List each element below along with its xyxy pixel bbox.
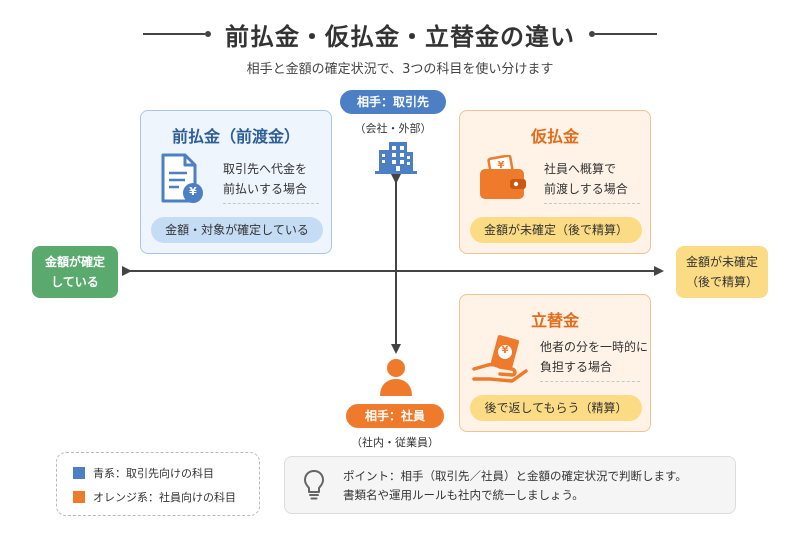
document-yen-glyph: ¥: [189, 185, 197, 198]
card-tatekae-desc-line2: 負担する場合: [540, 360, 613, 374]
point-note-line1: ポイント：相手（取引先／社員）と金額の確定状況で判断します。: [343, 469, 687, 483]
point-note: ポイント：相手（取引先／社員）と金額の確定状況で判断します。 書類名や運用ルール…: [284, 456, 736, 514]
card-maebarai-desc-line1: 取引先へ代金を: [223, 162, 308, 176]
title-rule-left: [143, 33, 205, 35]
card-tatekae-pill: 後で返してもらう（精算）: [470, 395, 642, 421]
document-yen-icon: [161, 153, 203, 203]
page-subtitle: 相手と金額の確定状況で、3つの科目を使い分けます: [246, 62, 554, 77]
party-sub-client: （会社・外部）: [354, 122, 432, 135]
card-maebarai-title: 前払金（前渡金）: [171, 127, 300, 146]
point-note-text: ポイント：相手（取引先／社員）と金額の確定状況で判断します。 書類名や運用ルール…: [343, 467, 687, 505]
card-tatekae-desc: 他者の分を一時的に 負担する場合: [540, 337, 648, 377]
lightbulb-icon: [304, 470, 324, 500]
axis-label-fixed: 金額が確定 している: [32, 246, 118, 298]
card-karibarai-desc: 社員へ概算で 前渡しする場合: [544, 159, 628, 199]
card-tatekae: 立替金 ¥ 他者の分を一時的に 負担する場合 後で返してもらう（精算）: [459, 294, 651, 432]
card-tatekae-desc-line1: 他者の分を一時的に: [540, 340, 649, 354]
party-sub-employee: （社内・従業員）: [351, 436, 439, 449]
legend-row-orange: オレンジ系：社員向けの科目: [73, 489, 236, 505]
hand-money-glyph: ¥: [501, 345, 509, 356]
point-note-line2: 書類名や運用ルールも社内で統一しましょう。: [343, 488, 584, 502]
party-badge-client: 相手：取引先: [340, 90, 446, 114]
person-icon: [380, 359, 412, 396]
card-tatekae-title: 立替金: [530, 311, 579, 330]
legend-label-orange: オレンジ系：社員向けの科目: [93, 491, 236, 504]
card-maebarai: 前払金（前渡金） ¥ 取引先へ代金を 前払いする場合 金額・対象が確定している: [140, 110, 332, 254]
legend-row-blue: 青系：取引先向けの科目: [73, 465, 214, 481]
card-maebarai-desc-line2: 前払いする場合: [223, 182, 308, 196]
card-karibarai: 仮払金 ¥ 社員へ概算で 前渡しする場合 金額が未確定（後で精算）: [459, 110, 651, 254]
party-badge-employee: 相手：社員: [346, 404, 444, 428]
axis-label-unfixed-line2: （後で精算）: [685, 275, 758, 289]
wallet-yen-glyph: ¥: [497, 160, 505, 171]
card-tatekae-divider: [540, 381, 640, 382]
card-karibarai-desc-line1: 社員へ概算で: [544, 162, 617, 176]
page-title: 前払金・仮払金・立替金の違い: [225, 22, 575, 51]
title-rule-right: [595, 33, 657, 35]
hand-money-icon: [472, 335, 528, 383]
card-karibarai-pill: 金額が未確定（後で精算）: [470, 217, 642, 243]
axis-label-fixed-line1: 金額が確定: [44, 255, 105, 269]
title-dot-right: [589, 31, 595, 37]
card-maebarai-divider: [223, 203, 319, 204]
legend-swatch-blue: [73, 467, 85, 479]
legend: 青系：取引先向けの科目 オレンジ系：社員向けの科目: [56, 452, 260, 516]
wallet-yen-icon: [480, 155, 526, 199]
legend-swatch-orange: [73, 491, 85, 503]
title-dot-left: [205, 31, 211, 37]
card-karibarai-title: 仮払金: [530, 127, 579, 146]
axis-label-fixed-line2: している: [51, 275, 99, 289]
card-maebarai-pill: 金額・対象が確定している: [151, 217, 323, 243]
axis-label-unfixed: 金額が未確定 （後で精算）: [676, 246, 768, 298]
building-icon: [375, 142, 417, 174]
card-karibarai-divider: [544, 203, 640, 204]
legend-label-blue: 青系：取引先向けの科目: [93, 467, 214, 480]
title-bar: 前払金・仮払金・立替金の違い: [0, 14, 800, 54]
card-karibarai-desc-line2: 前渡しする場合: [544, 182, 628, 196]
card-maebarai-desc: 取引先へ代金を 前払いする場合: [223, 159, 307, 199]
axis-label-unfixed-line1: 金額が未確定: [685, 255, 758, 269]
